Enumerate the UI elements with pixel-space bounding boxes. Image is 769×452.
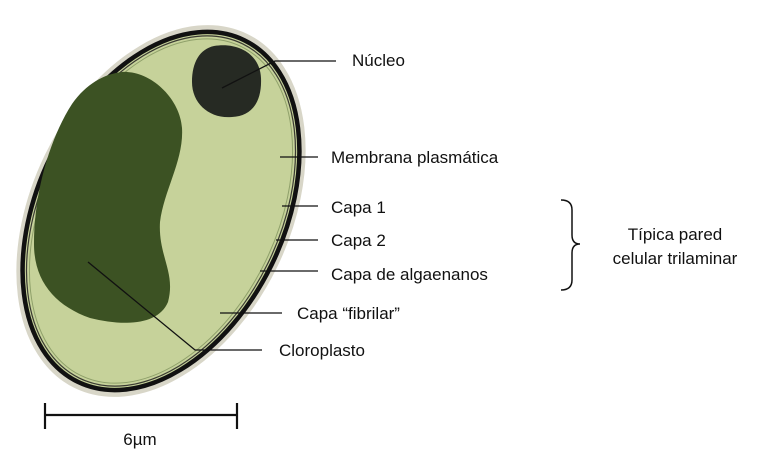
label-plasma-membrane: Membrana plasmática — [331, 148, 498, 168]
label-nucleus: Núcleo — [352, 51, 405, 71]
label-trilaminar-line2: celular trilaminar — [590, 249, 760, 269]
nucleus-shape — [192, 45, 261, 117]
label-algaenan-layer: Capa de algaenanos — [331, 265, 488, 285]
trilaminar-bracket — [561, 200, 580, 290]
scale-bar — [45, 403, 237, 429]
chloroplast-shape — [34, 72, 182, 323]
label-layer2: Capa 2 — [331, 231, 386, 251]
label-trilaminar-line1: Típica pared — [590, 225, 760, 245]
label-fibrillar-layer: Capa “fibrilar” — [297, 304, 400, 324]
label-layer1: Capa 1 — [331, 198, 386, 218]
label-chloroplast: Cloroplasto — [279, 341, 365, 361]
label-scale-bar: 6µm — [100, 430, 180, 450]
